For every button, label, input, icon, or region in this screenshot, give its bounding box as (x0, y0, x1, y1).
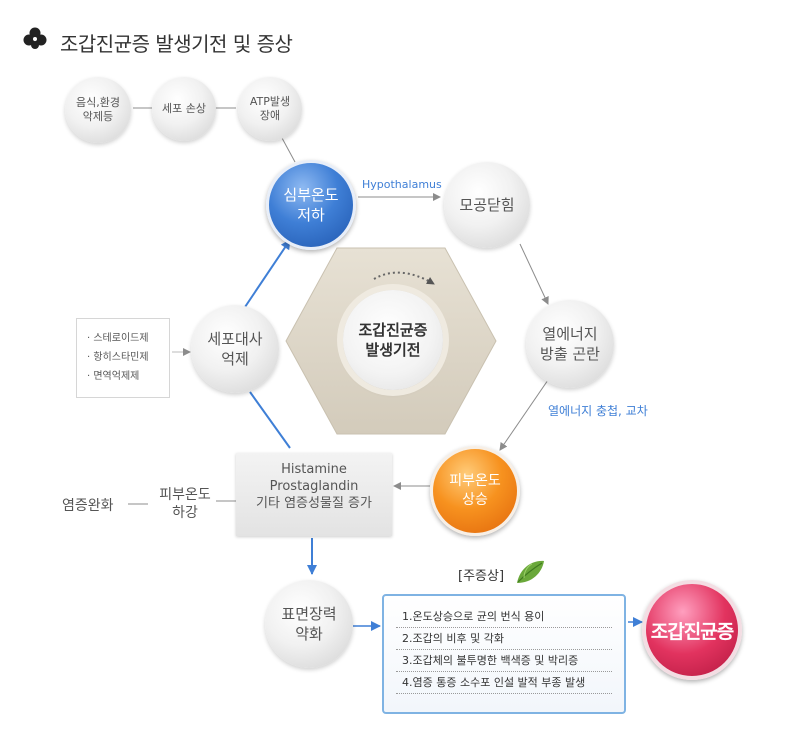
center-line2: 발생기전 (365, 341, 421, 359)
skin-temp-down-line2: 하강 (172, 505, 198, 521)
node-metabolism-suppress-line2: 억제 (221, 350, 249, 368)
symptoms-box: 1.온도상승으로 균의 번식 용이 2.조갑의 비후 및 각화 3.조갑체의 불… (382, 594, 626, 714)
node-skin-temp-up-line2: 상승 (462, 492, 488, 508)
node-food-environment-line2: 악제등 (82, 110, 114, 123)
drug-item: · 면역억제제 (87, 371, 140, 382)
node-core-temp-down-line2: 저하 (297, 206, 325, 224)
histamine-line2: Prostaglandin (269, 479, 359, 494)
leaf-icon (517, 560, 544, 583)
histamine-line3: 기타 염증성물질 증가 (256, 496, 372, 511)
node-food-environment-line1: 음식,환경 (76, 96, 120, 109)
result-onychomycosis: 조갑진균증 (642, 580, 742, 680)
skin-temp-down-line1: 피부온도 (159, 487, 211, 503)
node-pore-close: 모공닫힘 (444, 162, 530, 248)
node-core-temp-down-line1: 심부온도 (283, 186, 339, 204)
symptom-item: 1.온도상승으로 균의 번식 용이 (396, 606, 612, 628)
symptom-item: 3.조갑체의 불투명한 백색증 및 박리증 (396, 650, 612, 672)
page-title: 조갑진균증 발생기전 및 증상 (60, 32, 293, 56)
symptoms-heading: [주증상] (458, 569, 505, 584)
histamine-line1: Histamine (281, 462, 347, 477)
drug-list-box: · 스테로이드제 · 항히스타민제 · 면역억제제 (76, 318, 170, 398)
symptom-item: 2.조갑의 비후 및 각화 (396, 628, 612, 650)
node-atp-disorder-line1: ATP발생 (249, 95, 291, 108)
inflammation-relief-label: 염증완화 (62, 498, 114, 514)
symptom-item: 4.염증 통증 소수포 인설 발적 부종 발생 (396, 672, 612, 694)
node-atp-disorder-line2: 장애 (259, 109, 281, 122)
node-cell-damage: 세포 손상 (152, 77, 216, 141)
node-heat-release-line2: 방출 곤란 (540, 345, 600, 363)
heat-accumulate-label: 열에너지 충첩, 교차 (548, 404, 648, 418)
skin-temp-down-label: 피부온도 하강 (154, 486, 216, 522)
node-surface-tension-line2: 약화 (295, 625, 323, 643)
center-line1: 조갑진균증 (358, 321, 428, 339)
node-surface-tension-line1: 표면장력 (281, 605, 337, 623)
node-heat-release-line1: 열에너지 (542, 325, 598, 343)
clover-icon (23, 27, 47, 49)
node-metabolism-suppress-line1: 세포대사 (207, 330, 263, 348)
histamine-box: Histamine Prostaglandin 기타 염증성물질 증가 (236, 453, 392, 536)
drug-item: · 스테로이드제 (87, 333, 149, 344)
hypothalamus-label: Hypothalamus (362, 178, 442, 191)
node-cell-damage-label: 세포 손상 (162, 102, 206, 115)
node-skin-temp-up-line1: 피부온도 (449, 473, 501, 489)
drug-item: · 항히스타민제 (87, 352, 149, 363)
result-label: 조갑진균증 (650, 620, 734, 643)
node-pore-close-label: 모공닫힘 (459, 196, 515, 214)
